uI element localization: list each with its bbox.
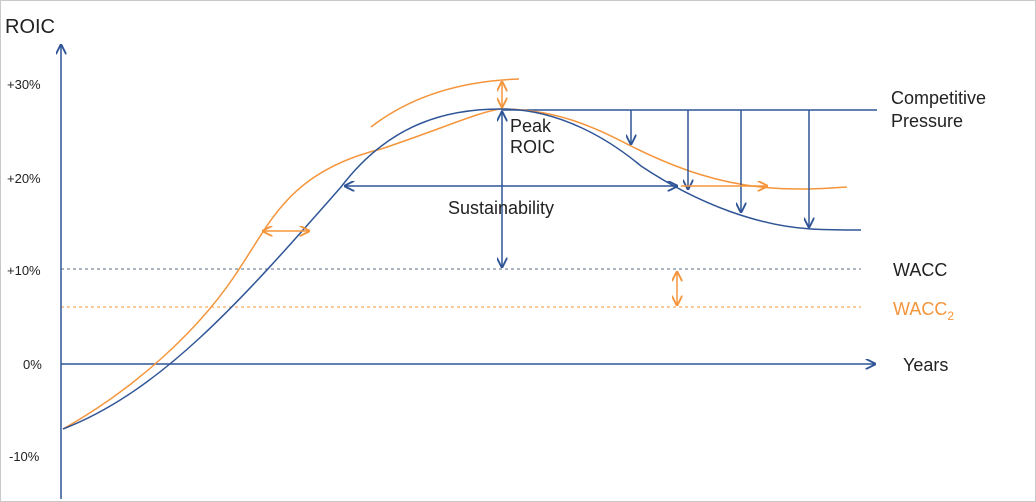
wacc2-label-subscript: 2 — [947, 309, 954, 323]
y-tick-label: +20% — [7, 171, 41, 186]
sustainability-label: Sustainability — [448, 198, 554, 218]
y-axis-title: ROIC — [5, 16, 55, 38]
y-tick-label: -10% — [9, 449, 40, 464]
y-tick-label: 0% — [23, 357, 42, 372]
peak-roic-label-line1: Peak — [510, 116, 552, 136]
peak-roic-label-line2: ROIC — [510, 137, 555, 157]
orange-upper-curve — [370, 78, 520, 128]
y-tick-label: +10% — [7, 263, 41, 278]
orange-roic-curve — [62, 108, 848, 430]
competitive-pressure-label-line2: Pressure — [891, 111, 963, 131]
wacc2-label-base: WACC — [893, 299, 947, 319]
blue-roic-curve — [62, 108, 862, 430]
y-tick-label: +30% — [7, 77, 41, 92]
competitive-pressure-label-line1: Competitive — [891, 88, 986, 108]
wacc-label: WACC — [893, 260, 947, 280]
x-axis-title: Years — [903, 355, 948, 375]
wacc2-label: WACC2 — [893, 299, 954, 323]
